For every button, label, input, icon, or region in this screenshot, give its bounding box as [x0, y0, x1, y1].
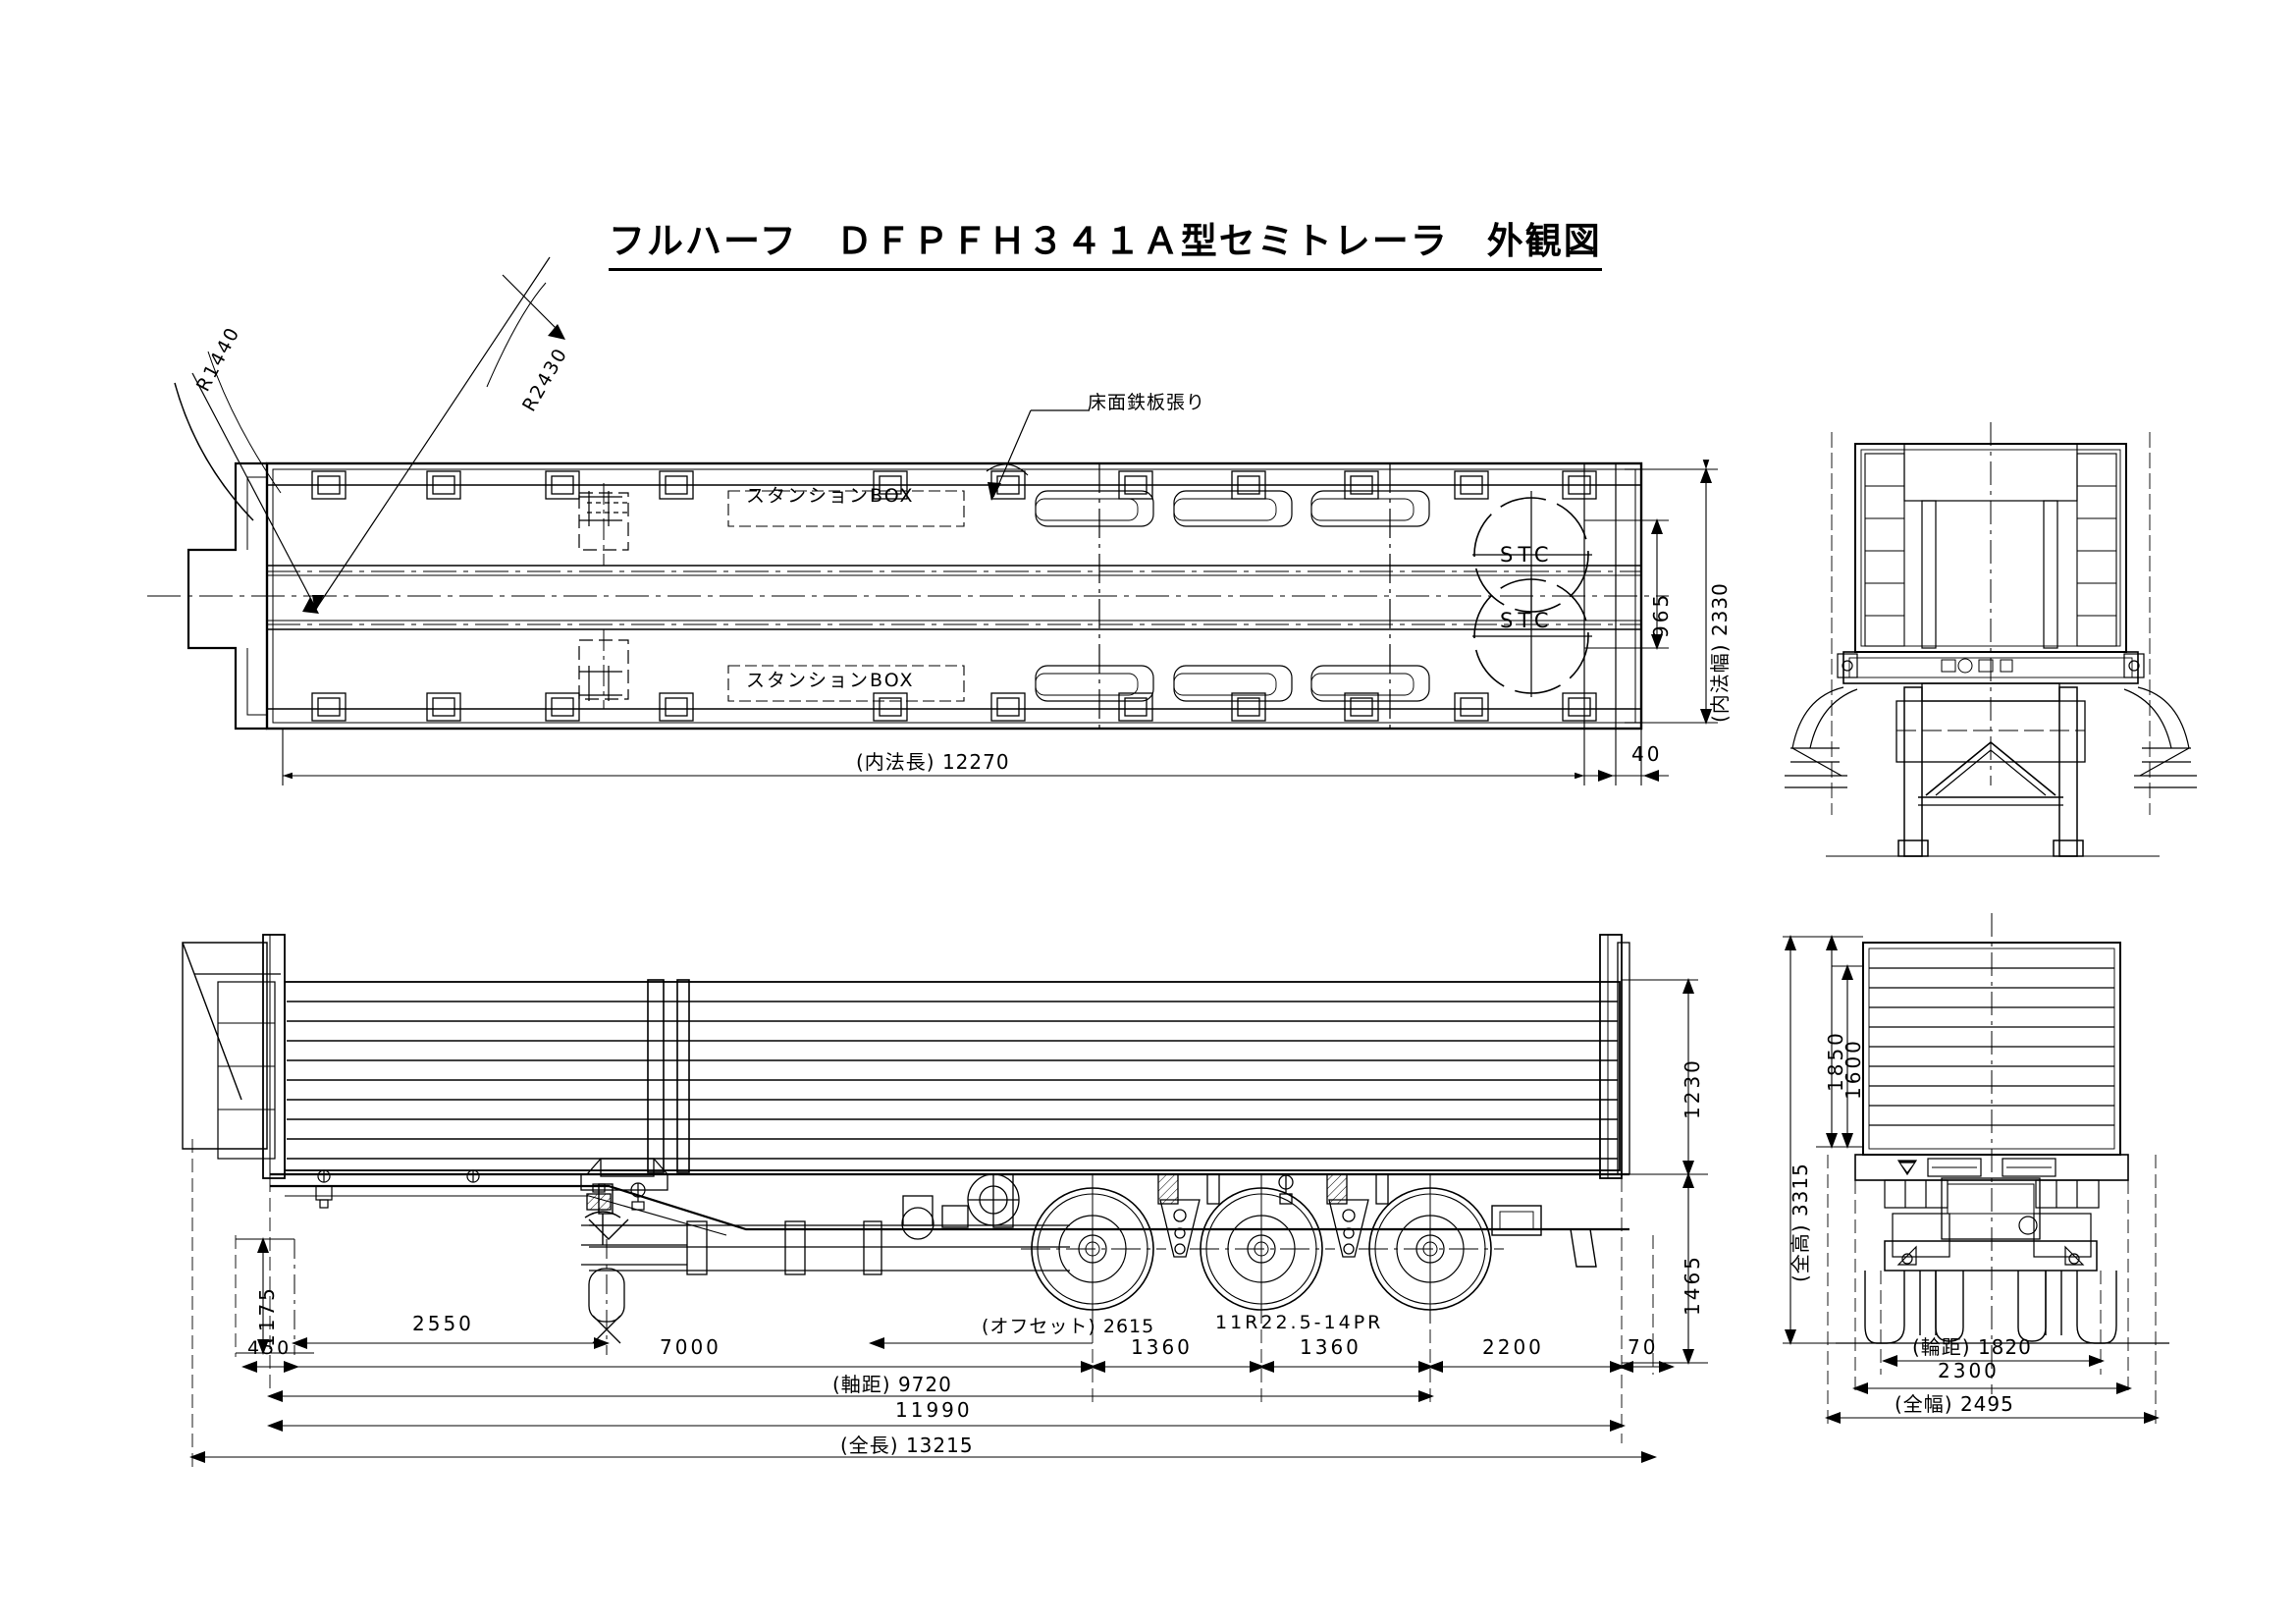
bogie-wheels [1021, 1174, 1504, 1324]
stanchion-box-label-lower: スタンションBOX [746, 670, 915, 691]
dim-axle-gap-1-1360: 1360 [1131, 1335, 1193, 1359]
dim-inner-width: (内法幅) 2330 [1708, 582, 1732, 723]
dim-kingpin-to-front-2550: 2550 [412, 1312, 474, 1335]
rear-view-dimensions [1783, 935, 2160, 1430]
side-view-dimensions [189, 978, 1708, 1469]
plan-view-dimensions [282, 460, 1718, 785]
dim-overall-length-13215: (全長) 13215 [840, 1434, 974, 1457]
stc-marking-upper: STC [1500, 543, 1554, 567]
dim-rear-overhang-2200: 2200 [1482, 1335, 1544, 1359]
dim-mid-span-7000: 7000 [660, 1335, 721, 1359]
dim-inner-length: (内法長) 12270 [856, 750, 1010, 774]
dim-width-2300: 2300 [1938, 1359, 2000, 1382]
dim-tire-spec: 11R22.5-14PR [1215, 1312, 1384, 1333]
stc-marking-lower: STC [1500, 609, 1554, 632]
dim-deck-height-1465: 1465 [1681, 1254, 1704, 1316]
dim-body-height-1600: 1600 [1842, 1038, 1865, 1100]
dim-rear-tail-70: 70 [1628, 1335, 1659, 1359]
stanchion-box-label-upper: スタンションBOX [746, 485, 915, 507]
front-view-geometry [1785, 422, 2197, 857]
dim-overall-width-2495: (全幅) 2495 [1895, 1392, 2014, 1416]
dim-overall-height-3315: (全高) 3315 [1789, 1163, 1812, 1282]
page-title: フルハーフ ＤＦＰＦＨ３４１Ａ型セミトレーラ 外観図 [609, 211, 1602, 271]
rear-view-geometry [1836, 913, 2169, 1394]
dim-front-overhang-450: 450 [247, 1337, 293, 1359]
dim-offset-2615: (オフセット) 2615 [982, 1316, 1155, 1337]
side-view-geometry [182, 934, 1654, 1443]
dim-side-wall-height-1230: 1230 [1681, 1057, 1704, 1119]
floor-steel-plate-callout: 床面鉄板張り [1088, 392, 1206, 413]
dim-axle-gap-2-1360: 1360 [1300, 1335, 1362, 1359]
dim-rear-gap-40: 40 [1631, 742, 1663, 766]
plan-view-geometry [147, 256, 1669, 731]
dim-length-11990: 11990 [895, 1398, 973, 1422]
dim-track-width-1820: (輪距) 1820 [1912, 1335, 2032, 1359]
dim-inner-half-width: 965 [1649, 591, 1673, 638]
dim-wheelbase-9720: (軸距) 9720 [832, 1373, 952, 1396]
